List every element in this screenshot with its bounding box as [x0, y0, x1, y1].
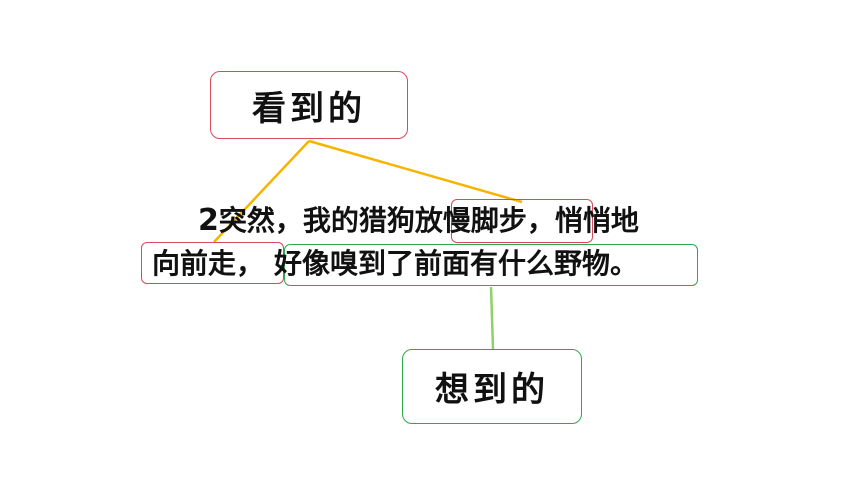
- sentence-number: 2: [198, 203, 219, 238]
- connector-seen-to-walk: [213, 140, 310, 243]
- sentence-line1-before: 突然，我的猎狗: [218, 204, 415, 237]
- sentence-line2-smell: 好像嗅到了前面有什么野物: [274, 247, 611, 280]
- sentence-line1-highlight: 放慢脚步: [414, 204, 527, 237]
- highlight-smell-something: [284, 244, 698, 286]
- seen-label: 看到的: [252, 88, 366, 129]
- highlight-slow-steps: [451, 199, 593, 243]
- connector-seen-to-slow: [308, 139, 523, 204]
- sentence-line2-end: 。: [610, 247, 639, 280]
- seen-label-box: 看到的: [210, 71, 408, 139]
- connector-thought-to-smell: [489, 286, 495, 350]
- thought-label-box: 想到的: [402, 349, 582, 424]
- sentence-line-2: 向前走， 好像嗅到了前面有什么野物。: [152, 242, 638, 286]
- sentence-line2-walk: 向前走，: [152, 247, 265, 280]
- highlight-walk-forward: [141, 242, 284, 284]
- sentence-line1-after: ，悄悄地: [526, 204, 639, 237]
- sentence-line-1: 2突然，我的猎狗放慢脚步，悄悄地: [198, 199, 639, 243]
- thought-label: 想到的: [435, 370, 549, 410]
